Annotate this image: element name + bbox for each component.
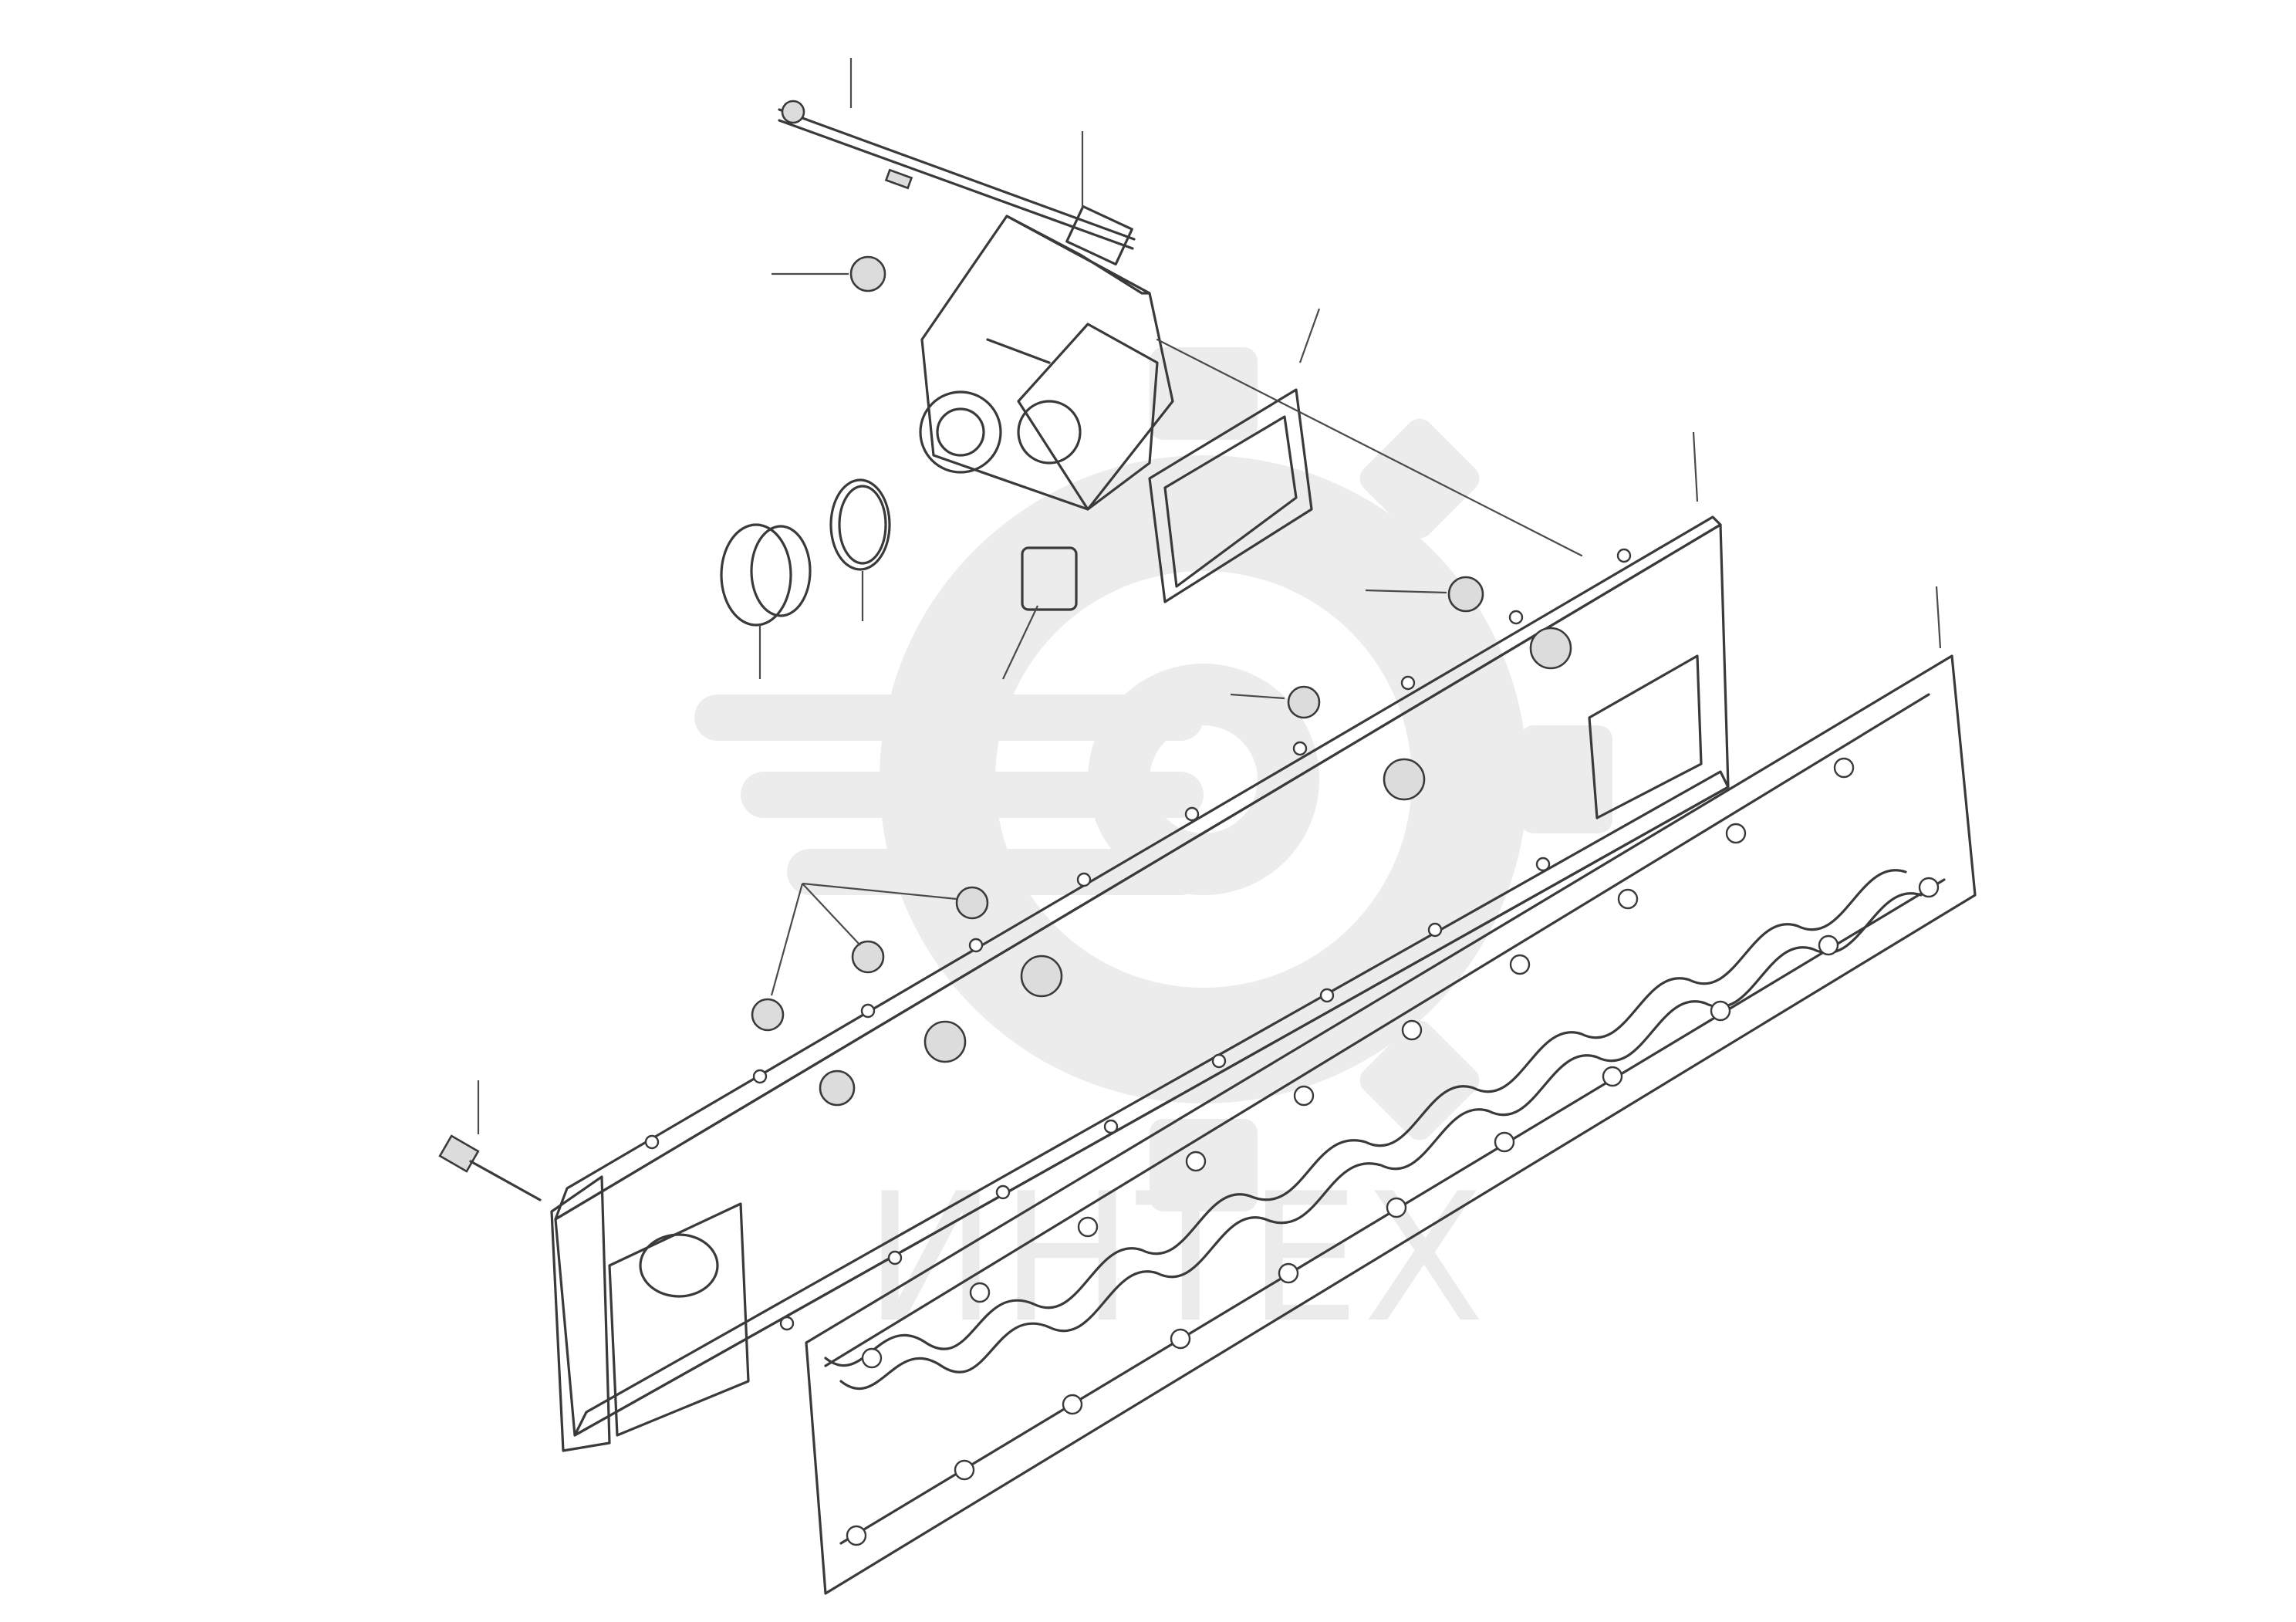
end-bolt — [438, 1080, 542, 1201]
housing-bracket — [1002, 546, 1078, 680]
watermark-logo — [694, 347, 1612, 1211]
manifold-bolts — [751, 431, 1699, 1032]
guide-line-1 — [1156, 338, 1583, 557]
long-bolt-upper — [778, 58, 1136, 250]
nut-small — [772, 255, 886, 292]
valve-cover-gasket — [805, 586, 1977, 1595]
watermark-text: ИНТЕХ — [864, 1156, 1487, 1362]
thermostat-housing — [919, 131, 1174, 511]
housing-gasket — [1148, 308, 1321, 603]
seal-ring-pair — [720, 478, 891, 679]
valve-cover-main — [550, 515, 1730, 1452]
